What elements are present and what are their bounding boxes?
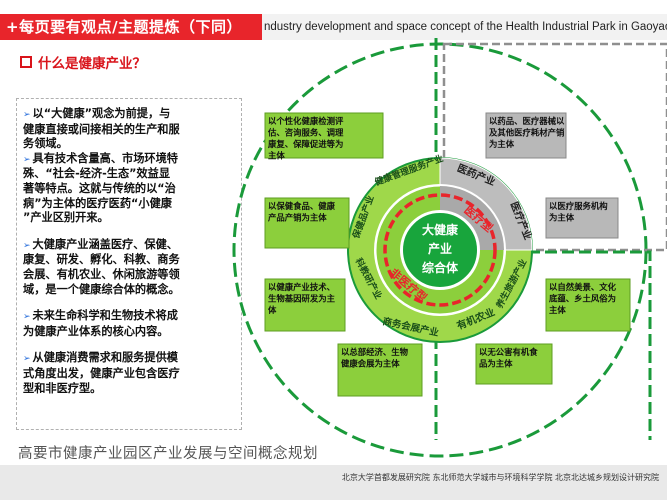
description-text: 病”为主体的医疗医药“小健康 (23, 196, 172, 210)
description-line: ➢从健康消费需求和服务提供模 (23, 351, 235, 367)
left-industry-text: 以保健食品、健康产品产销为主体 (268, 201, 336, 223)
description-line: 务领域。 (23, 137, 235, 152)
center-line-3: 综合体 (422, 260, 459, 275)
right-industry-box (485, 112, 567, 159)
bullet-arrow-icon: ➢ (23, 240, 31, 251)
left-industry-text: 以总部经济、生物健康会展为主体 (341, 347, 409, 369)
center-core (401, 211, 479, 289)
description-text: 殊、“社会-经济-生态”效益显 (23, 167, 171, 181)
left-industry-box (264, 112, 384, 159)
right-industry-text: 以自然美景、文化底蕴、乡土风俗为主体 (549, 282, 617, 315)
description-text: 式角度出发，健康产业包含医疗 (23, 366, 180, 380)
description-text: ”产业区别开来。 (23, 211, 109, 225)
description-line: 会展、有机农业、休闲旅游等领 (23, 268, 235, 283)
right-industry-box (545, 278, 631, 332)
description-paragraph: ➢以“大健康”观念为前提，与健康直接或间接相关的生产和服务领域。➢具有技术含量高… (23, 107, 235, 226)
description-line: ”产业区别开来。 (23, 211, 235, 226)
left-industry-text: 以健康产业技术、生物基因研发为主体 (268, 282, 336, 315)
description-line: ➢具有技术含量高、市场环境特 (23, 152, 235, 168)
center-line-1: 大健康 (422, 222, 459, 237)
checkbox-square-icon (20, 56, 32, 68)
non-medical-zone-outline (434, 38, 652, 440)
bullet-arrow-icon: ➢ (23, 110, 31, 120)
question-text: 什么是健康产业？ (38, 56, 146, 72)
red-dashed-circle (383, 193, 497, 307)
description-line: ➢以“大健康”观念为前提，与 (23, 107, 235, 123)
description-text: 著等特点。这就与传统的以“治 (23, 181, 176, 195)
description-text: 域，是一个健康综合体的概念。 (23, 282, 180, 296)
description-paragraph: ➢未来生命科学和生物技术将成为健康产业体系的核心内容。 (23, 309, 235, 339)
footer-institutions: 北京大学首都发展研究院 东北师范大学城市与环境科学学院 北京北达城乡规划设计研究… (341, 473, 659, 482)
left-industry-text: 以个性化健康检测评估、咨询服务、调理康复、保障促进等为主体 (267, 116, 344, 161)
description-line: 殊、“社会-经济-生态”效益显 (23, 167, 235, 182)
english-title: ndustry development and space concept of… (262, 14, 667, 40)
description-line: ➢大健康产业涵盖医疗、保健、 (23, 238, 235, 254)
description-line: 型和非医疗型。 (23, 382, 235, 397)
description-line: 域，是一个健康综合体的概念。 (23, 283, 235, 298)
description-line: 康复、研发、孵化、科教、商务 (23, 253, 235, 268)
description-line: 著等特点。这就与传统的以“治 (23, 182, 235, 197)
page-banner: +每页要有观点/主题提炼（下同） (0, 14, 262, 40)
description-text: 为健康产业体系的核心内容。 (23, 324, 169, 338)
description-text: 康复、研发、孵化、科教、商务 (23, 253, 180, 267)
description-text: 以“大健康”观念为前提，与 (32, 107, 171, 120)
description-text: 大健康产业涵盖医疗、保健、 (32, 237, 178, 251)
description-text: 具有技术含量高、市场环境特 (32, 151, 178, 165)
footer-bar (0, 465, 667, 500)
description-line: ➢未来生命科学和生物技术将成 (23, 309, 235, 325)
description-text: 务领域。 (23, 137, 68, 151)
bullet-arrow-icon: ➢ (23, 312, 31, 323)
description-line: 为健康产业体系的核心内容。 (23, 325, 235, 340)
description-text: 型和非医疗型。 (23, 381, 102, 395)
description-line: 病”为主体的医疗医药“小健康 (23, 197, 235, 212)
description-line: 式角度出发，健康产业包含医疗 (23, 367, 235, 382)
section-question: 什么是健康产业？ (20, 52, 146, 72)
description-text: 未来生命科学和生物技术将成 (32, 309, 178, 323)
description-line: 健康直接或间接相关的生产和服 (23, 123, 235, 138)
description-paragraph: ➢大健康产业涵盖医疗、保健、康复、研发、孵化、科教、商务会展、有机农业、休闲旅游… (23, 238, 235, 297)
description-box: ➢以“大健康”观念为前提，与健康直接或间接相关的生产和服务领域。➢具有技术含量高… (16, 98, 242, 430)
description-paragraph: ➢从健康消费需求和服务提供模式角度出发，健康产业包含医疗型和非医疗型。 (23, 351, 235, 396)
bullet-arrow-icon: ➢ (23, 154, 31, 165)
right-industry-text: 以医疗服务机构为主体 (549, 201, 608, 223)
center-line-2: 产业 (428, 241, 452, 256)
left-industry-box (337, 343, 423, 397)
bullet-arrow-icon: ➢ (23, 354, 31, 365)
left-industry-box (264, 197, 350, 249)
description-text: 从健康消费需求和服务提供模 (32, 351, 178, 365)
right-industry-text: 以无公害有机食品为主体 (479, 347, 538, 369)
description-text: 健康直接或间接相关的生产和服 (23, 122, 180, 136)
right-industry-box (475, 343, 553, 385)
footer-title: 高要市健康产业园区产业发展与空间概念规划 (18, 446, 318, 462)
right-industry-text: 以药品、医疗器械以及其他医疗耗材产销为主体 (489, 116, 565, 149)
right-industry-box (545, 197, 619, 239)
description-text: 会展、有机农业、休闲旅游等领 (23, 267, 180, 281)
left-industry-box (264, 278, 346, 332)
